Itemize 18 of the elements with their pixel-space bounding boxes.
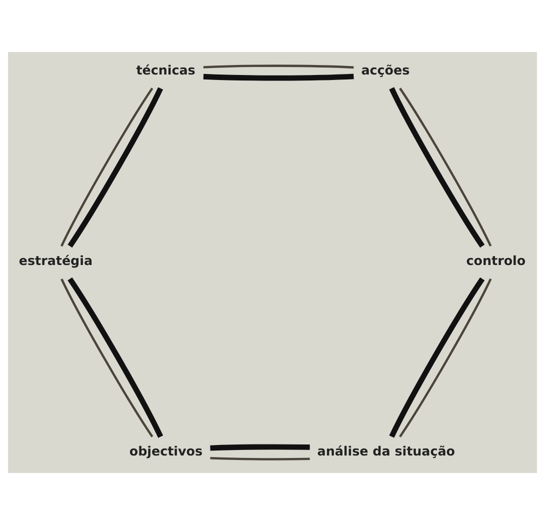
connector [399,87,492,246]
connector [203,73,354,80]
connector [68,86,164,248]
node-text: controlo [466,252,526,268]
connector [60,278,154,437]
connector [68,276,164,438]
node-text: técnicas [136,62,196,77]
connector [203,64,354,68]
connector [389,276,485,438]
node-text: acções [361,62,410,77]
connector [210,456,310,460]
node-text: estratégia [18,252,93,268]
node-text: objectivos [129,443,203,458]
connector [60,87,154,246]
connector [399,278,492,437]
connector [389,86,485,248]
connector [210,444,310,450]
node-text: análise da situação [317,443,455,458]
